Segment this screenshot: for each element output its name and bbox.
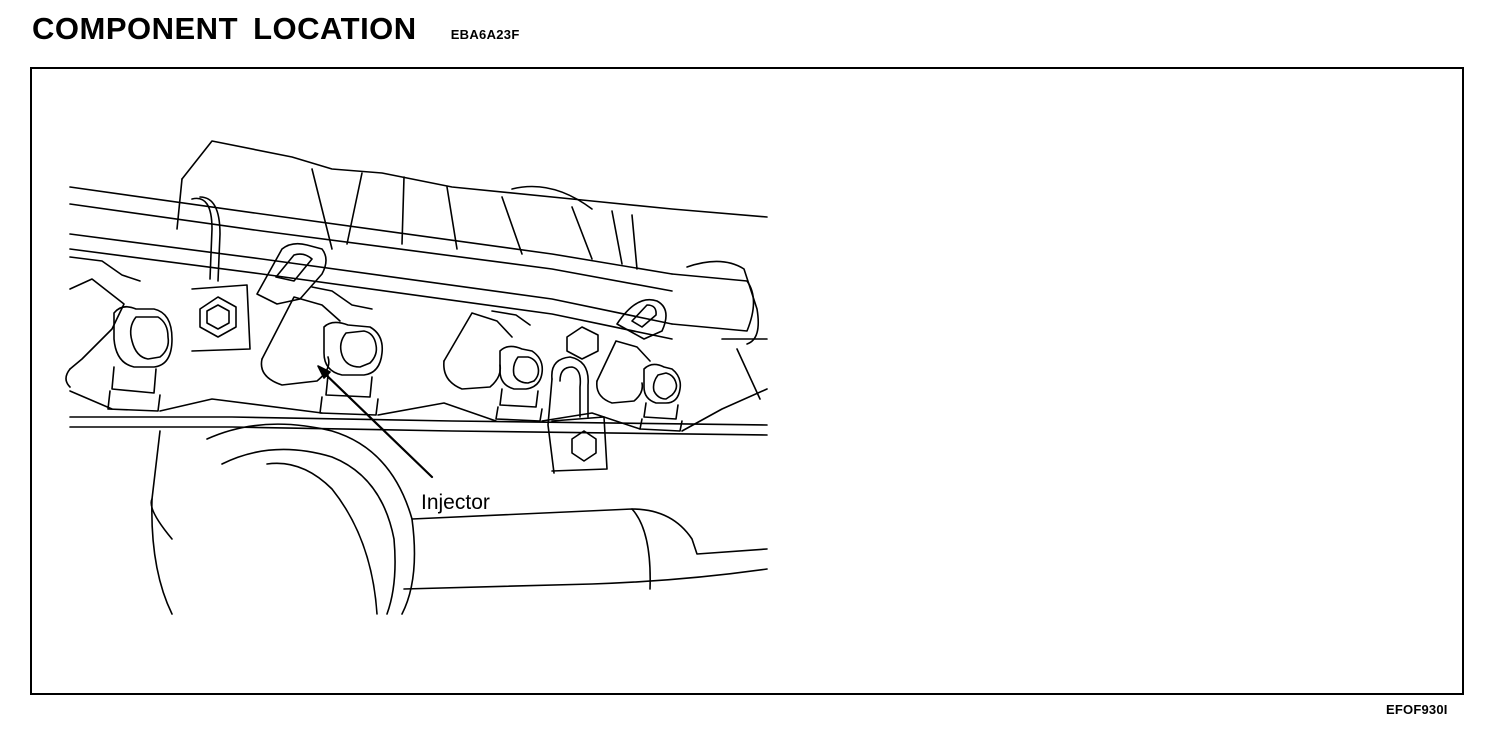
wire-clip-drawing bbox=[547, 356, 589, 474]
intake-housing-drawing bbox=[176, 140, 768, 270]
section-code: EBA6A23F bbox=[450, 27, 520, 42]
injector-leader-line bbox=[317, 365, 434, 479]
cylinder-head-drawing bbox=[69, 338, 768, 436]
injector-1-drawing bbox=[65, 256, 173, 412]
fuel-rail-drawing bbox=[69, 186, 760, 345]
page-title: COMPONENT LOCATION bbox=[32, 11, 417, 46]
bolt-drawing bbox=[191, 284, 608, 472]
injector-4-drawing bbox=[595, 340, 683, 432]
injector-3-drawing bbox=[443, 310, 544, 422]
figure-code: EFOF930I bbox=[1386, 702, 1448, 717]
throttle-body-drawing bbox=[150, 423, 768, 615]
injector-2-drawing bbox=[260, 286, 384, 416]
page-header: COMPONENT LOCATION EBA6A23F bbox=[32, 10, 520, 48]
engine-illustration bbox=[65, 140, 768, 615]
figure-frame: Injector bbox=[30, 67, 1464, 695]
injector-callout-label: Injector bbox=[421, 491, 490, 514]
rail-bracket-drawing bbox=[256, 242, 667, 340]
